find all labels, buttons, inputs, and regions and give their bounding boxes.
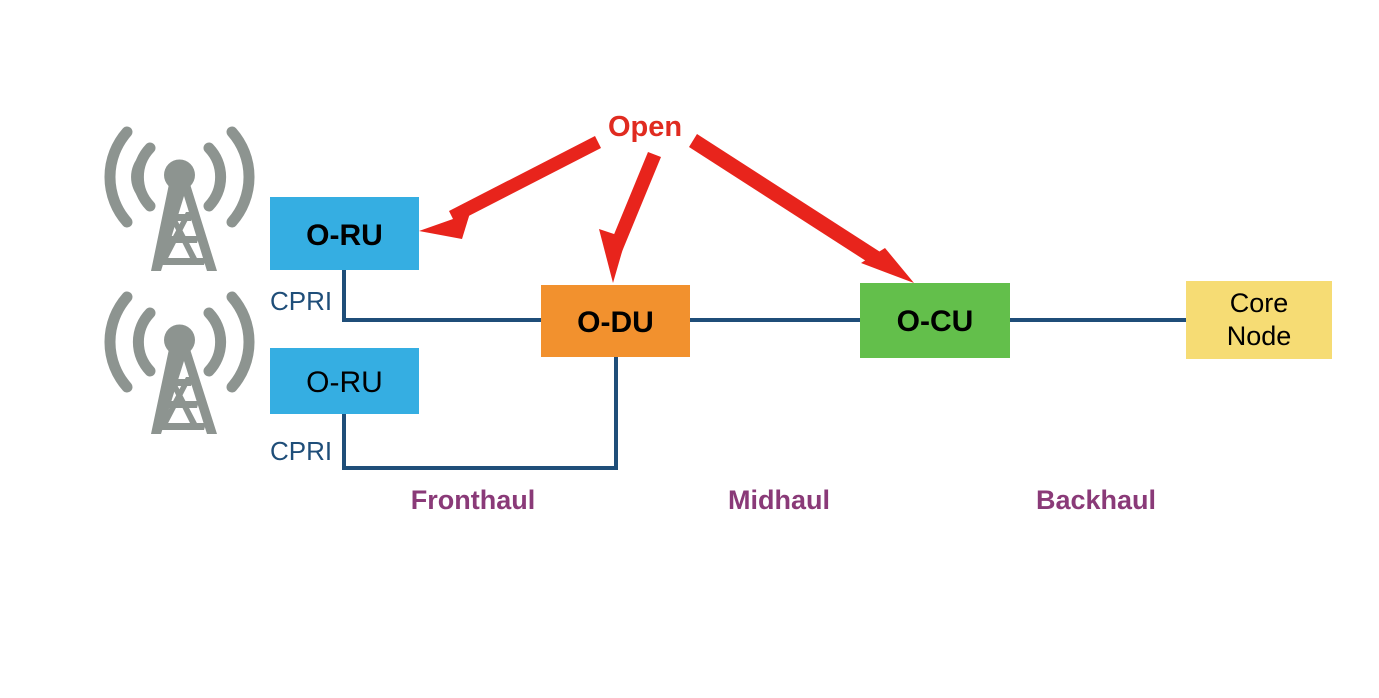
node-o-du-label: O-DU xyxy=(577,306,654,339)
open-label: Open xyxy=(608,111,682,143)
node-o-ru-top[interactable]: O-RU xyxy=(270,197,419,270)
node-o-du[interactable]: O-DU xyxy=(541,285,690,357)
segment-label-backhaul: Backhaul xyxy=(1036,485,1156,515)
open-arrow-to-o-du xyxy=(599,152,661,283)
node-o-ru-bottom[interactable]: O-RU xyxy=(270,348,419,414)
open-arrow-to-o-cu xyxy=(689,134,914,283)
connector-lines xyxy=(342,270,1186,470)
node-o-cu-label: O-CU xyxy=(897,305,974,338)
antenna-tower-top-icon xyxy=(104,126,255,271)
cpri-label-bottom: CPRI xyxy=(270,436,332,466)
cpri-label-top: CPRI xyxy=(270,286,332,316)
open-arrow-to-o-ru xyxy=(419,136,601,239)
link-oru-bottom-to-odu xyxy=(342,357,618,470)
node-core-node[interactable]: Core Node xyxy=(1186,281,1332,359)
node-core-node-label-line1: Core xyxy=(1230,288,1289,318)
node-o-cu[interactable]: O-CU xyxy=(860,283,1010,358)
link-oru-top-to-odu xyxy=(342,270,541,322)
segment-label-midhaul: Midhaul xyxy=(728,485,830,515)
node-o-ru-top-label: O-RU xyxy=(306,219,383,252)
node-core-node-label-line2: Node xyxy=(1227,321,1292,351)
antenna-tower-bottom-icon xyxy=(104,291,255,434)
node-o-ru-bottom-label: O-RU xyxy=(306,366,383,399)
open-arrows xyxy=(419,134,914,283)
segment-label-fronthaul: Fronthaul xyxy=(411,485,535,515)
